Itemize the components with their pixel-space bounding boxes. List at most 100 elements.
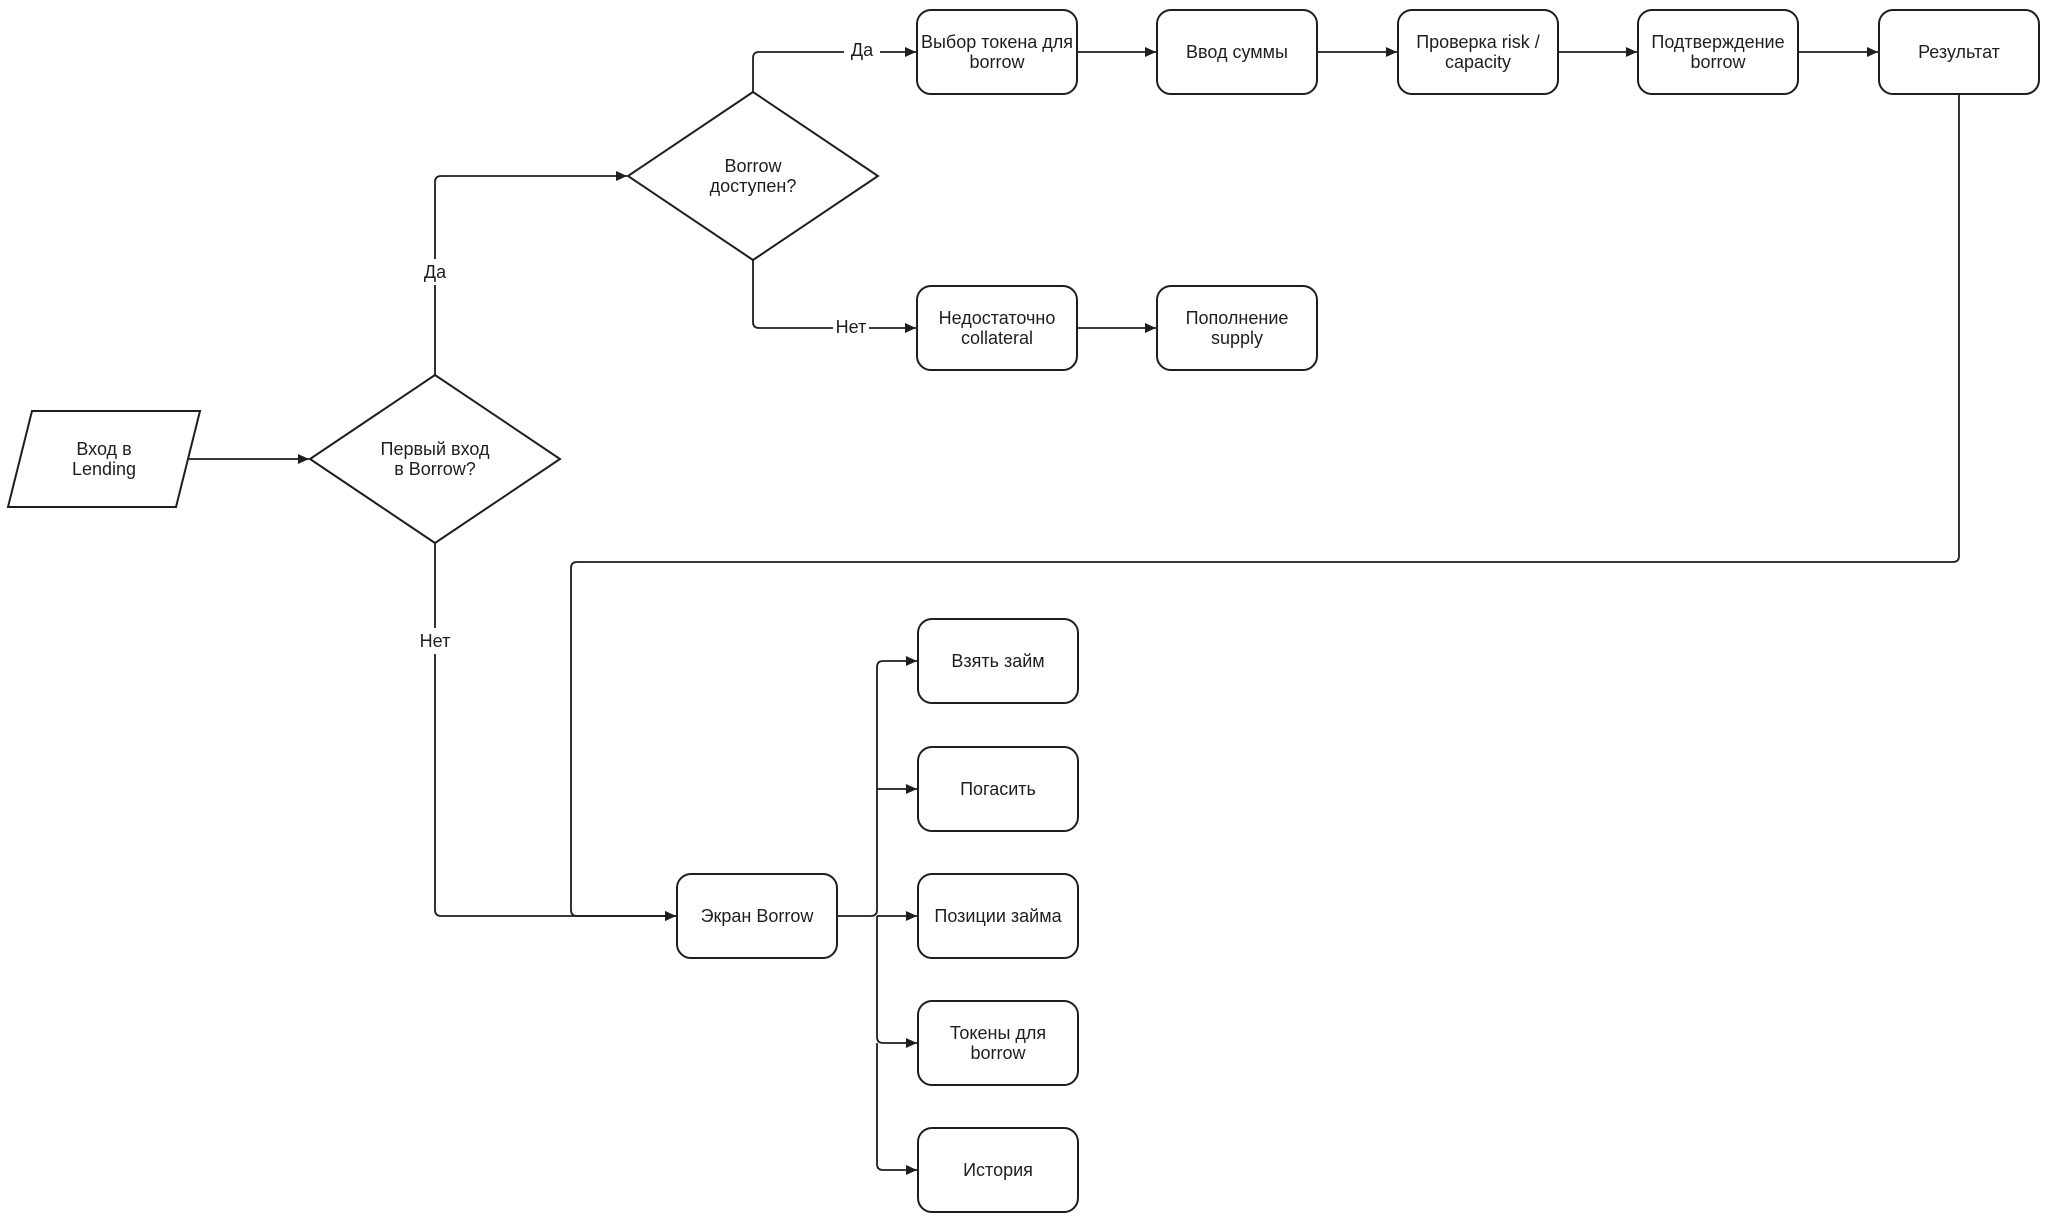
input-parallelogram	[6, 410, 202, 508]
edge-label-background	[833, 314, 869, 340]
edge-label-background	[844, 37, 880, 63]
node-label-line: Погасить	[960, 779, 1036, 799]
edge-confirm_borrow-to-result	[1798, 47, 1878, 57]
arrowhead-icon	[1626, 47, 1637, 57]
decision-diamond	[308, 373, 562, 545]
node-label-line: borrow	[970, 1043, 1026, 1063]
edge-borrow_available-to-insufficient_collateral: Нет	[752, 260, 916, 340]
connector-line	[570, 94, 1960, 917]
node-label-line: borrow	[969, 52, 1025, 72]
process-box	[1156, 9, 1318, 95]
arrowhead-icon	[906, 1038, 917, 1048]
edge-label: Да	[424, 262, 447, 282]
edge-label-background	[417, 628, 453, 654]
arrowhead-icon	[616, 171, 627, 181]
node-label-line: доступен?	[710, 176, 797, 196]
process-box	[1156, 285, 1318, 371]
edge-insufficient_collateral-to-top_up_supply	[1077, 323, 1156, 333]
process-box	[917, 746, 1079, 832]
node-label-line: capacity	[1445, 52, 1511, 72]
node-label-line: Lending	[72, 459, 136, 479]
edge-check_risk-to-confirm_borrow	[1558, 47, 1637, 57]
node-label-line: в Borrow?	[394, 459, 476, 479]
node-enter-amount: Ввод суммы	[1156, 9, 1318, 95]
process-box	[917, 618, 1079, 704]
node-label-line: supply	[1211, 328, 1263, 348]
connector-line	[876, 1043, 917, 1171]
arrowhead-icon	[906, 656, 917, 666]
node-check-risk: Проверка risk /capacity	[1397, 9, 1559, 95]
arrowhead-icon	[905, 323, 916, 333]
arrowhead-icon	[1145, 47, 1156, 57]
arrowhead-icon	[906, 1165, 917, 1175]
edge-borrow_screen-to-repay	[877, 784, 917, 794]
node-label-line: История	[963, 1160, 1033, 1180]
node-label-line: Пополнение	[1186, 308, 1289, 328]
edge-enter_amount-to-check_risk	[1317, 47, 1397, 57]
node-loan-positions: Позиции займа	[917, 873, 1079, 959]
edge-label: Да	[851, 40, 874, 60]
process-box	[916, 9, 1078, 95]
node-label-line: Выбор токена для	[921, 32, 1073, 52]
arrowhead-icon	[905, 47, 916, 57]
node-label-line: Позиции займа	[934, 906, 1062, 926]
edge-first_entry-to-borrow_screen: Нет	[417, 543, 676, 921]
node-label-line: Экран Borrow	[701, 906, 815, 926]
node-label-line: borrow	[1690, 52, 1746, 72]
arrowhead-icon	[298, 454, 309, 464]
process-box	[676, 873, 838, 959]
node-label-line: Первый вход	[381, 439, 490, 459]
node-label-line: Вход в	[76, 439, 131, 459]
process-box	[1878, 9, 2040, 95]
edge-entry-to-first_entry	[181, 454, 309, 464]
edge-first_entry-to-borrow_available: Да	[417, 171, 627, 375]
process-box	[1637, 9, 1799, 95]
decision-diamond	[626, 90, 880, 262]
connector-line	[434, 543, 676, 917]
node-label-line: Borrow	[724, 156, 782, 176]
process-box	[917, 1000, 1079, 1086]
connector-line	[434, 175, 627, 375]
node-borrow-screen: Экран Borrow	[676, 873, 838, 959]
node-label-line: Токены для	[950, 1023, 1046, 1043]
node-label-line: Подтверждение	[1651, 32, 1784, 52]
node-label-line: Взять займ	[951, 651, 1044, 671]
process-box	[1397, 9, 1559, 95]
arrowhead-icon	[1386, 47, 1397, 57]
arrowhead-icon	[906, 784, 917, 794]
connector-line	[752, 51, 916, 92]
node-take-loan: Взять займ	[917, 618, 1079, 704]
node-result: Результат	[1878, 9, 2040, 95]
edge-label-background	[417, 259, 453, 285]
node-label-line: Проверка risk /	[1416, 32, 1540, 52]
edge-label: Нет	[420, 631, 451, 651]
arrowhead-icon	[906, 911, 917, 921]
process-box	[917, 1127, 1079, 1213]
edge-label: Нет	[836, 317, 867, 337]
node-label-line: Недостаточно	[939, 308, 1056, 328]
edge-borrow_screen-to-borrow_tokens	[876, 916, 917, 1048]
node-label-line: Ввод суммы	[1186, 42, 1288, 62]
connector-line	[752, 260, 916, 329]
process-box	[916, 285, 1078, 371]
node-label-line: collateral	[961, 328, 1033, 348]
edge-borrow_screen-to-loan_positions	[877, 911, 917, 921]
connector-line	[876, 916, 917, 1044]
process-box	[917, 873, 1079, 959]
edge-borrow_screen-to-take_loan	[837, 656, 917, 917]
arrowhead-icon	[1145, 323, 1156, 333]
edge-borrow_available-to-select_token: Да	[752, 37, 916, 92]
node-repay: Погасить	[917, 746, 1079, 832]
arrowhead-icon	[665, 911, 676, 921]
